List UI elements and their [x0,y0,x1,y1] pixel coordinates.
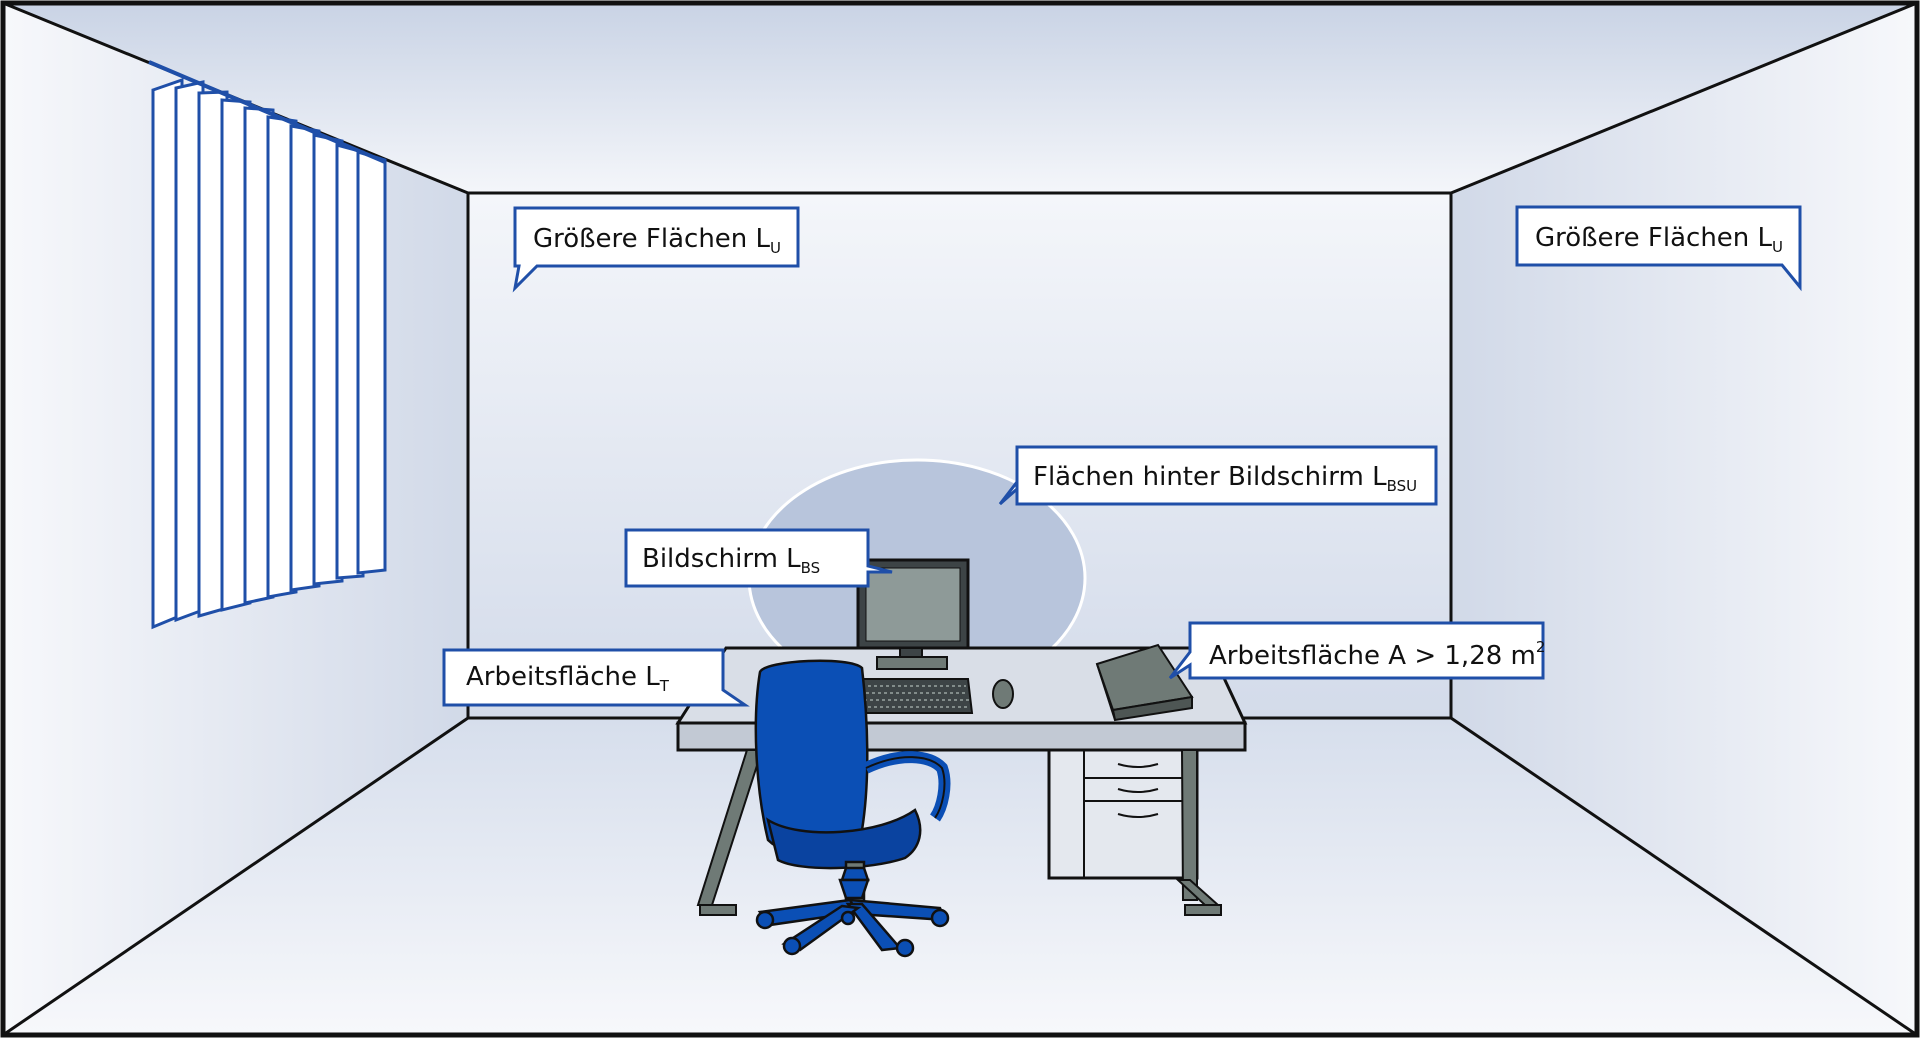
callout-screen [624,528,893,588]
keyboard [850,678,974,714]
callout-upper-left [512,206,800,293]
callout-upper-right [1515,205,1802,292]
callout-work-surface [442,648,750,707]
floor [3,718,1917,1035]
monitor [856,558,970,670]
binder [1095,643,1194,722]
callout-behind-screen [998,445,1438,506]
office-chair [754,659,951,958]
callout-work-area [1168,621,1545,680]
vertical-blinds [148,60,387,630]
ceiling [3,3,1917,193]
mouse [992,679,1014,709]
